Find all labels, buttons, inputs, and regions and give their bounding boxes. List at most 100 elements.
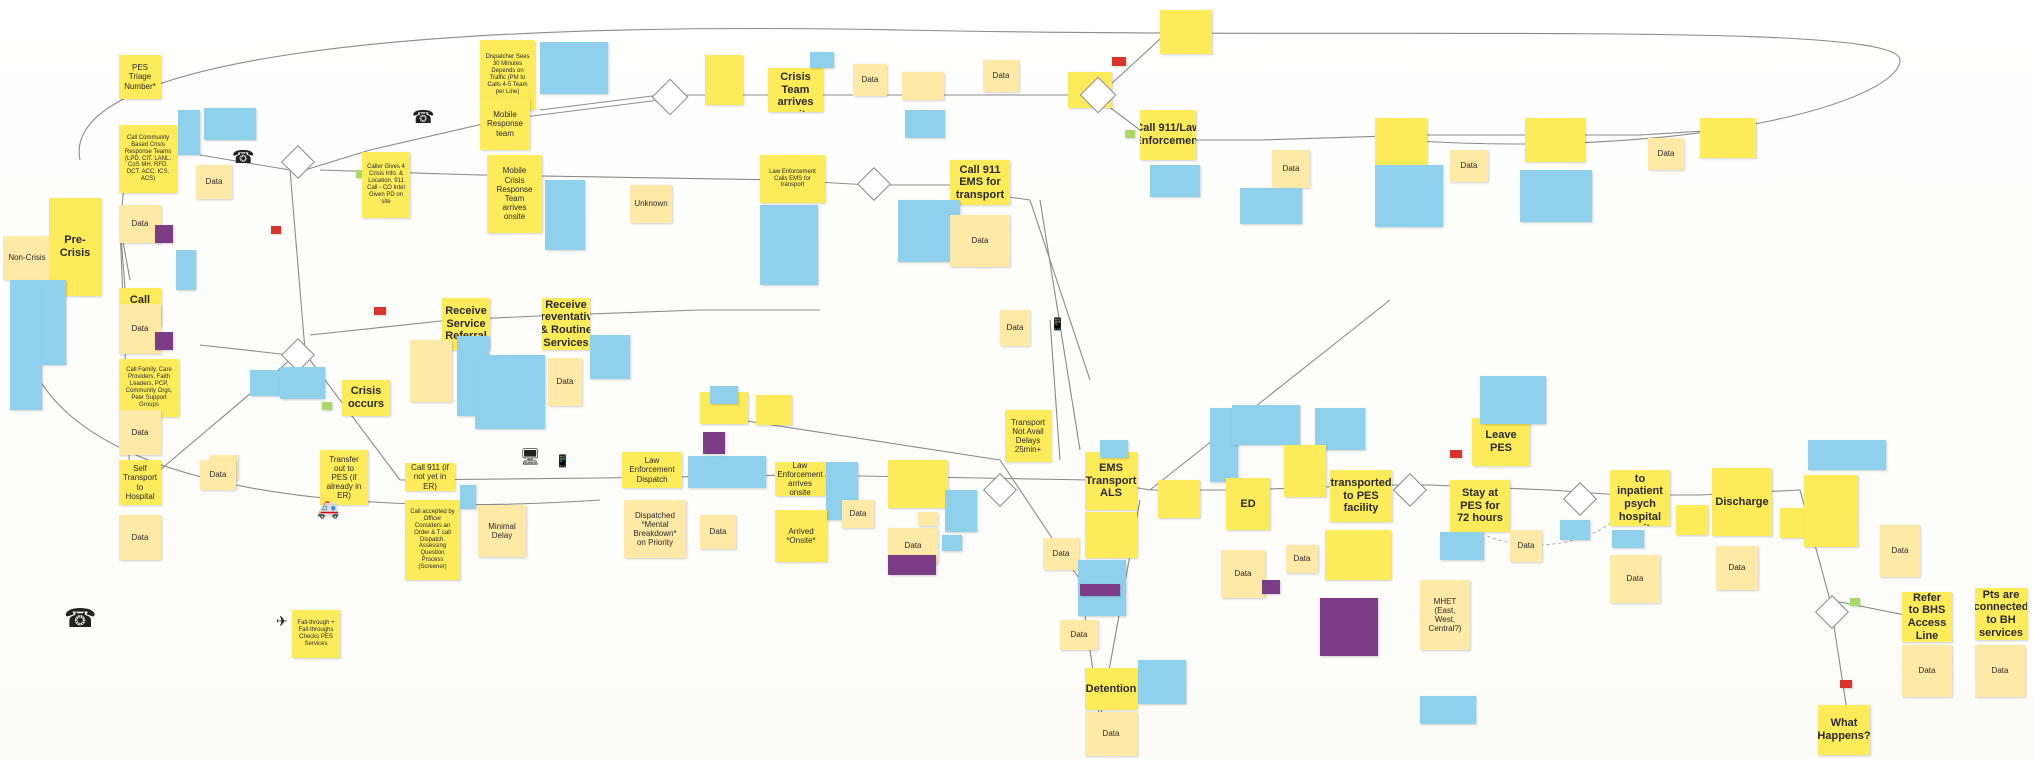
blue-notes bbox=[545, 180, 585, 250]
data-note: Data bbox=[1450, 150, 1488, 182]
blue-notes bbox=[1420, 696, 1476, 724]
purple-note bbox=[155, 225, 173, 243]
purple-note bbox=[1320, 598, 1378, 656]
refer-bhs-note: Refer to BHS Access Line bbox=[1902, 592, 1952, 642]
data-note: Data bbox=[119, 205, 161, 243]
data-note: Data bbox=[1648, 138, 1684, 170]
call-accepted-note: Call accepted by Officer Considers an Or… bbox=[405, 500, 460, 580]
purple-note bbox=[888, 555, 936, 575]
yellow-note bbox=[1804, 475, 1858, 547]
data-note: Data bbox=[200, 460, 236, 490]
yellow-note bbox=[705, 55, 743, 105]
blue-notes bbox=[810, 52, 834, 68]
blue-notes bbox=[1440, 532, 1484, 560]
crisis-occurs-note: Crisis occurs bbox=[342, 380, 390, 416]
blue-notes bbox=[1138, 660, 1186, 704]
blue-notes bbox=[590, 335, 630, 379]
blue-notes bbox=[1560, 520, 1590, 540]
call-911-er-note: Call 911 (if not yet in ER) bbox=[405, 463, 455, 491]
data-note: Data bbox=[119, 515, 161, 560]
stay-pes-note: Stay at PES for 72 hours bbox=[1450, 480, 1510, 532]
data-note: Data bbox=[1221, 550, 1265, 598]
computer-icon: 🖥 bbox=[520, 449, 541, 466]
blue-notes bbox=[1612, 530, 1644, 548]
pes-triage-note: PES Triage Number* bbox=[119, 55, 161, 99]
data-note: Unknown bbox=[630, 185, 672, 223]
airplane-icon: ✈ bbox=[276, 613, 288, 629]
blue-notes bbox=[710, 386, 738, 404]
purple-note bbox=[1262, 580, 1280, 594]
pink-note bbox=[902, 72, 944, 100]
purple-note bbox=[703, 432, 725, 454]
data-note: Data bbox=[1286, 545, 1318, 573]
red-flag bbox=[1450, 450, 1462, 458]
data-note: Data bbox=[1902, 645, 1952, 697]
law-enforcement-transport-note: Law Enforcement Calls EMS for transport bbox=[760, 155, 825, 203]
pts-connected-note: Pts are connected to BH services bbox=[1975, 588, 2027, 640]
yellow-note bbox=[1375, 118, 1427, 166]
yellow-note bbox=[756, 395, 792, 425]
data-note: Data bbox=[548, 358, 582, 406]
yellow-note bbox=[1325, 530, 1391, 580]
blue-notes bbox=[475, 355, 545, 429]
blue-notes bbox=[1240, 188, 1302, 224]
data-note: Data bbox=[196, 165, 232, 199]
blue-notes bbox=[1480, 376, 1546, 424]
leave-pes-note: Leave PES bbox=[1472, 418, 1530, 466]
blue-notes-column-2 bbox=[42, 280, 66, 365]
purple-note bbox=[155, 332, 173, 350]
blue-notes bbox=[540, 42, 608, 94]
phone-icon: 📱 bbox=[1050, 317, 1065, 331]
blue-notes bbox=[760, 205, 818, 285]
blue-notes-column-1 bbox=[10, 280, 42, 410]
blue-notes bbox=[176, 250, 196, 290]
caller-gives-note: Caller Gives 4 Crisis Info. & Location. … bbox=[362, 152, 410, 218]
blue-notes bbox=[942, 535, 962, 551]
ambulance-icon: 🚑 bbox=[317, 499, 340, 519]
green-flag bbox=[1850, 598, 1860, 606]
mobile-crisis-onsite-note: Mobile Crisis Team arrives onsite bbox=[768, 68, 823, 112]
data-note: Data bbox=[853, 64, 887, 96]
red-flag bbox=[271, 226, 281, 234]
yellow-note bbox=[1676, 505, 1708, 535]
blue-notes bbox=[945, 490, 977, 532]
admitted-psych-note: admitted to inpatient psych hospital uni… bbox=[1610, 470, 1670, 526]
detention-note: Detention bbox=[1085, 668, 1137, 710]
blue-notes bbox=[688, 456, 766, 488]
transport-delays-note: Transport Not Avail Delays 25min+ bbox=[1005, 410, 1051, 462]
red-flag bbox=[1112, 57, 1126, 66]
data-note: Data bbox=[1000, 310, 1030, 346]
data-note: Data bbox=[1610, 555, 1660, 603]
green-flag bbox=[356, 170, 366, 178]
data-note: Data bbox=[119, 410, 161, 455]
blue-notes bbox=[1375, 165, 1443, 227]
phone-icon: 📱 bbox=[555, 454, 570, 468]
blue-notes bbox=[460, 485, 476, 509]
phone-icon: ☎ bbox=[232, 147, 255, 167]
data-note: Data bbox=[1272, 150, 1310, 188]
yellow-note bbox=[1085, 512, 1137, 558]
call-community-teams-note: Call Community Based Crisis Response Tea… bbox=[119, 125, 177, 193]
yellow-note bbox=[1284, 445, 1326, 497]
mhet-note: MHET (East, West, Central?) bbox=[1420, 580, 1470, 650]
telephone-icon: ☎ bbox=[64, 603, 97, 633]
yellow-note bbox=[1700, 118, 1756, 158]
law-enforcement-onsite-note: Law Enforcement arrives onsite bbox=[775, 462, 825, 496]
transported-pes-note: transported to PES facility bbox=[1330, 470, 1392, 522]
pink-note bbox=[410, 340, 452, 402]
arrived-onsite-note: Arrived *Onsite* bbox=[775, 510, 827, 562]
data-note: Data bbox=[1510, 530, 1542, 562]
yellow-note bbox=[1160, 10, 1212, 54]
fall-through-note: Fall-through + Fall-throughs Checks PES … bbox=[292, 610, 340, 658]
data-note: Data bbox=[983, 60, 1019, 92]
blue-notes bbox=[1150, 165, 1200, 197]
data-note: Data bbox=[700, 515, 736, 549]
blue-notes bbox=[1100, 440, 1128, 458]
data-note: Data bbox=[950, 215, 1010, 267]
blue-notes bbox=[1232, 405, 1300, 445]
green-flag bbox=[322, 402, 332, 410]
mobile-response-team-note: Mobile Response team bbox=[480, 98, 530, 150]
call-family-note: Call Family, Care Providers, Faith Leade… bbox=[119, 359, 179, 417]
data-note: Data bbox=[1975, 645, 2025, 697]
